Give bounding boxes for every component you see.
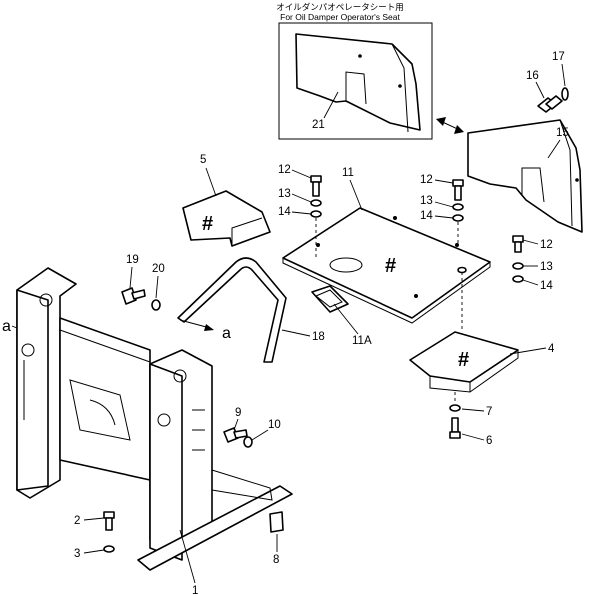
washer-3	[103, 545, 115, 553]
callout-12-left: 12	[278, 164, 291, 176]
callout-6: 6	[486, 435, 492, 447]
washer-17	[561, 87, 569, 101]
washer-20	[151, 299, 161, 311]
callout-2: 2	[74, 515, 80, 527]
callout-7: 7	[486, 406, 492, 418]
cover-15-hole	[575, 178, 579, 182]
fastener-stack-left	[310, 175, 322, 258]
bolt-2	[103, 511, 115, 531]
callout-11a: 11A	[352, 335, 372, 347]
plate-11-center-hole	[329, 257, 363, 273]
callout-15: 15	[556, 127, 569, 139]
cover-4-body	[409, 331, 519, 383]
callout-11: 11	[342, 167, 354, 179]
bracket-11a	[311, 285, 349, 313]
callout-1: 1	[192, 585, 198, 596]
cover-5: #	[182, 190, 271, 247]
callout-14-right: 14	[540, 280, 553, 292]
callout-13-left: 13	[278, 188, 291, 200]
cover-5-hash: #	[202, 213, 213, 235]
callout-18: 18	[312, 331, 325, 343]
bolt-9	[223, 427, 248, 443]
cover-4-hash: #	[458, 349, 469, 371]
callout-21: 21	[312, 119, 325, 131]
washer-10	[243, 436, 253, 448]
callout-12-right: 12	[540, 239, 553, 251]
inset-title-jp: オイルダンパオペレータシート用	[276, 2, 404, 12]
handle-18	[177, 257, 287, 363]
inset-title-en: For Oil Damper Operator's Seat	[280, 12, 400, 22]
callout-14-mid: 14	[420, 210, 433, 222]
swap-arrow	[436, 117, 464, 134]
inset-frame	[278, 22, 433, 140]
callout-16: 16	[526, 70, 539, 82]
cover-4: #	[409, 331, 519, 393]
plate-11-hash: #	[385, 255, 396, 277]
inset-hole-2	[398, 84, 402, 88]
inset-cover-part-21	[295, 33, 421, 131]
main-frame-1	[16, 267, 293, 571]
callout-13-mid: 13	[420, 195, 433, 207]
fastener-stack-right	[512, 235, 524, 283]
fastener-stack-middle	[452, 179, 464, 246]
callout-17: 17	[552, 51, 565, 63]
bolt-6	[449, 417, 461, 439]
callout-20: 20	[152, 263, 165, 275]
callout-5: 5	[200, 154, 206, 166]
callout-3: 3	[74, 548, 80, 560]
ref-a-left: a	[2, 318, 11, 335]
callout-8: 8	[273, 554, 279, 566]
inset-panel: オイルダンパオペレータシート用 For Oil Damper Operator'…	[276, 2, 433, 140]
bolt-19	[121, 287, 146, 305]
cover-5-body	[182, 190, 271, 247]
callout-13-right: 13	[540, 261, 553, 273]
callouts: 1 2 3 4 5 6 7 8 9 10 11 11A 12 12 12 13 …	[74, 51, 569, 596]
callout-10: 10	[268, 419, 281, 431]
cover-15-body	[467, 119, 583, 233]
callout-4: 4	[548, 343, 555, 355]
cover-15	[467, 119, 583, 233]
callout-12-mid: 12	[420, 174, 433, 186]
callout-19: 19	[126, 254, 139, 266]
inset-hole	[358, 54, 362, 58]
plate-8	[269, 511, 284, 533]
seat-plate-11: #	[282, 207, 491, 324]
bolt-16	[537, 95, 563, 113]
washer-7	[449, 404, 461, 412]
inset-cover-fold	[296, 43, 409, 133]
ref-a-right: a	[222, 325, 231, 342]
washer-14-plate	[457, 266, 467, 274]
callout-14-left: 14	[278, 206, 291, 218]
callout-9: 9	[235, 407, 241, 419]
